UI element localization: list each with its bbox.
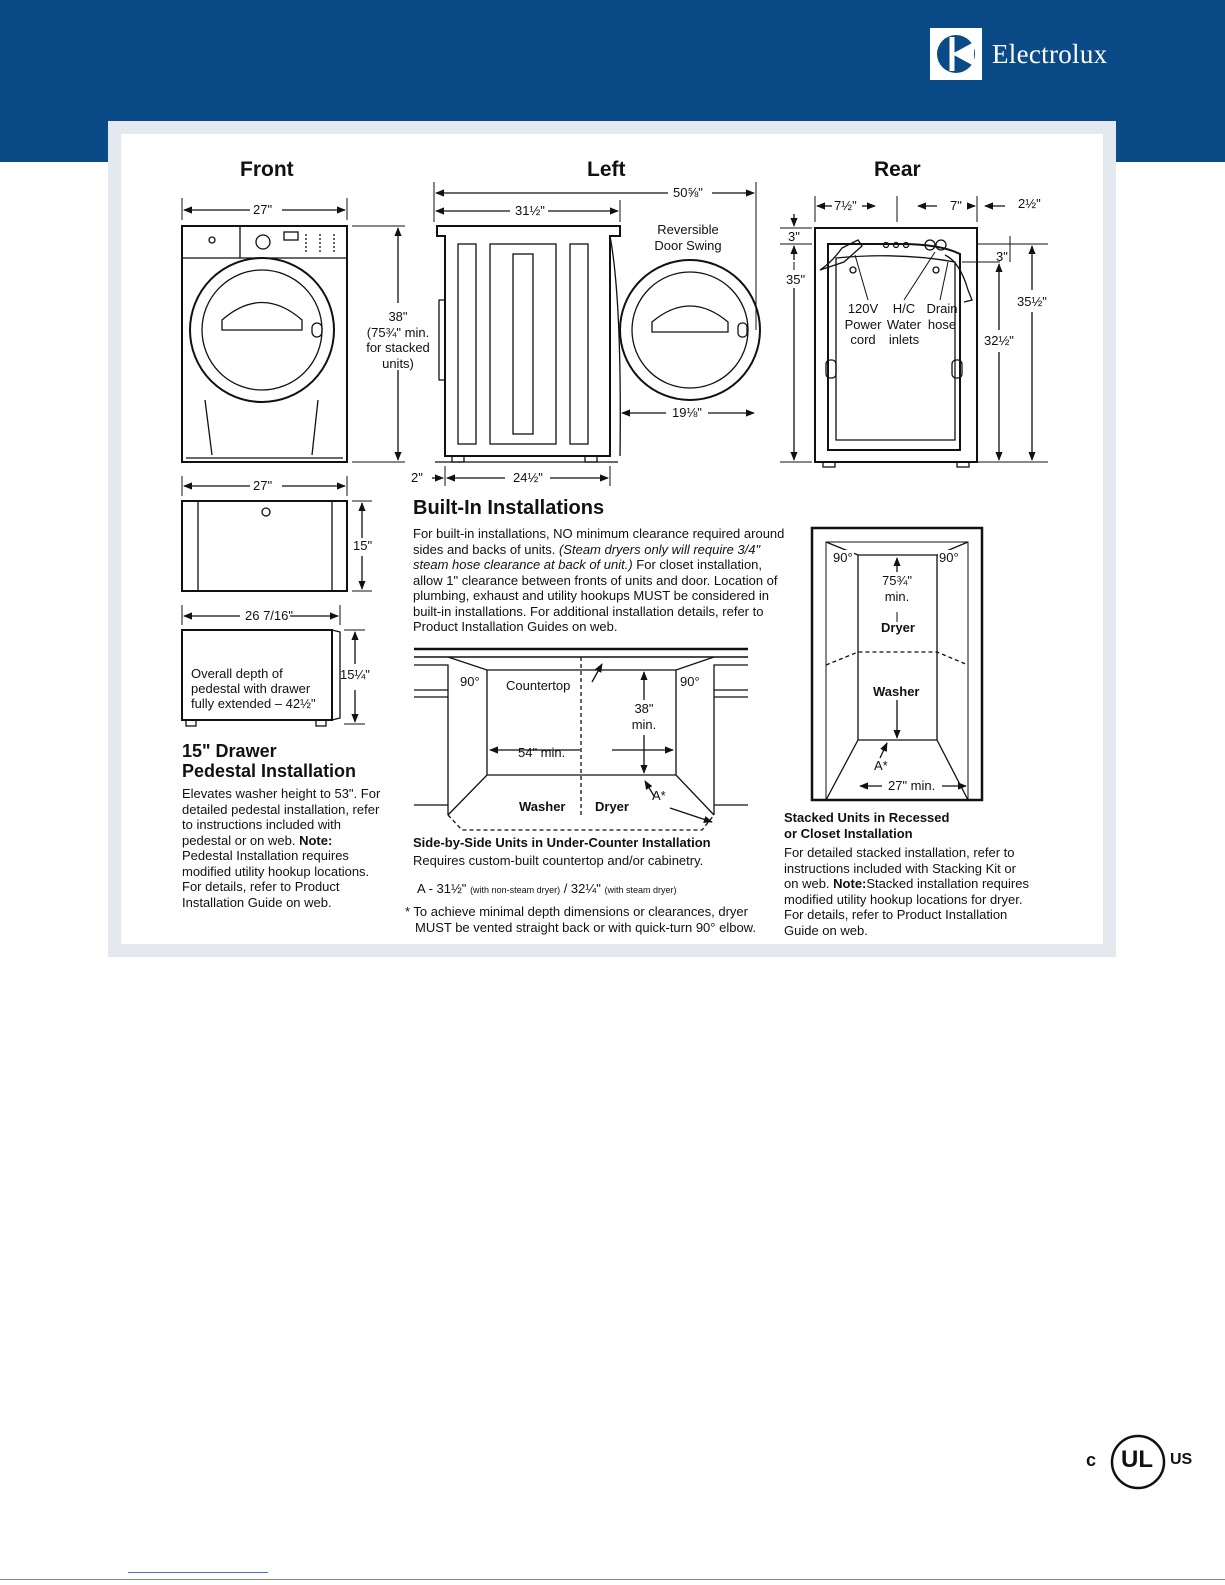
brand-name: Electrolux [992,38,1108,69]
under-counter-height-dim: 38" min. [631,701,657,732]
pedestal-height-dim: 15" [353,538,373,553]
front-view-drawing [181,198,405,463]
electrolux-logo-icon [930,28,982,80]
pedestal-drawer-width-dim: 26 7/16" [245,608,293,623]
left-overall-dim: 50⅝" [672,185,704,201]
rear-side-offset-dim: 2½" [1018,196,1041,211]
stacked-angle-right: 90° [938,550,960,566]
under-counter-angle-left: 90° [459,674,481,690]
front-height-dim: 38" (75¾" min. for stacked units) [366,309,430,371]
countertop-label: Countertop [506,678,571,693]
ul-label: UL [1121,1446,1153,1473]
stacked-angle-left: 90° [832,550,854,566]
rear-left-offset-dim: 7½" [834,198,857,213]
rear-view-title: Rear [874,158,921,181]
under-counter-sub: Requires custom-built countertop and/or … [413,853,704,868]
power-cord-label: 120V Power cord [844,301,882,348]
left-view-drawing [432,182,761,486]
rear-view-drawing [780,196,1048,468]
drain-hose-label: Drain hose [926,301,958,332]
under-counter-caption: Side-by-Side Units in Under-Counter Inst… [413,835,711,850]
built-in-description: For built-in installations, NO minimum c… [413,526,785,634]
rear-height-inner-dim: 32½" [984,333,1014,348]
stacked-washer-label: Washer [873,684,920,699]
ul-us-label: US [1170,1451,1193,1468]
built-in-title: Built-In Installations [413,497,605,519]
ul-certification-mark: c UL US [1086,1432,1192,1497]
front-view-title: Front [240,158,294,181]
stacked-title: Stacked Units in Recessed or Closet Inst… [784,810,950,841]
pedestal-width-dim: 27" [253,478,273,493]
under-counter-washer-label: Washer [519,799,566,814]
under-counter-drawing [414,647,748,831]
pedestal-drawer-height-dim: 15¼" [340,667,370,682]
rear-top-dim: 3" [788,229,800,244]
stacked-drawing [810,526,984,802]
rear-top-right-dim: 3" [996,249,1008,264]
under-counter-angle-right: 90° [679,674,701,690]
left-depth-dim: 31½" [514,203,546,219]
dimension-a-formula: A - 31½" (with non-steam dryer) / 32¼" (… [417,881,677,896]
stacked-a-mark: A* [874,758,888,773]
stacked-description: For detailed stacked installation, refer… [784,845,1029,938]
under-counter-a-mark: A* [652,788,666,803]
door-depth-dim: 19⅛" [672,405,702,420]
stacked-width-dim: 27" min. [887,778,937,794]
venting-footnote: * To achieve minimal depth dimensions or… [405,904,756,935]
left-offset-dim: 2" [411,470,423,485]
stacked-height-dim: 75¾" min. [882,573,912,604]
pedestal-drawing [181,476,372,727]
left-view-title: Left [587,158,626,181]
under-counter-width-dim: 54" min. [518,745,566,760]
door-swing-label: Reversible Door Swing [654,222,722,253]
left-base-dim: 24½" [513,470,543,485]
rear-height-right-dim: 35½" [1017,294,1047,309]
pedestal-description: Elevates washer height to 53". For detai… [182,786,381,910]
ul-c-label: c [1086,1450,1097,1470]
water-inlets-label: H/C Water inlets [886,301,922,348]
footer-rule [0,1579,1225,1580]
rear-height-left-dim: 35" [786,272,806,287]
pedestal-title: 15" Drawer Pedestal Installation [182,741,357,781]
stacked-dryer-label: Dryer [881,620,915,635]
pedestal-depth-note: Overall depth of pedestal with drawer fu… [191,666,316,711]
front-width-dim: 27" [253,202,273,217]
under-counter-dryer-label: Dryer [595,799,629,814]
brand-logo: Electrolux [930,28,1107,80]
footer-link-underline [128,1572,268,1573]
rear-right-offset-dim: 7" [950,198,962,213]
